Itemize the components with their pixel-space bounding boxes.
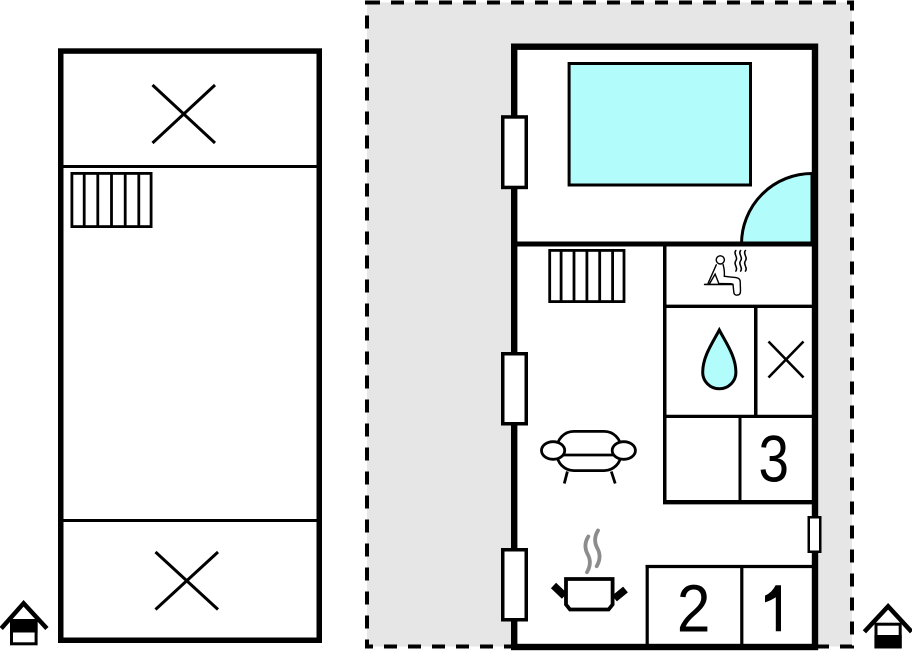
svg-text:3: 3: [758, 422, 788, 496]
svg-text:2: 2: [677, 570, 711, 646]
